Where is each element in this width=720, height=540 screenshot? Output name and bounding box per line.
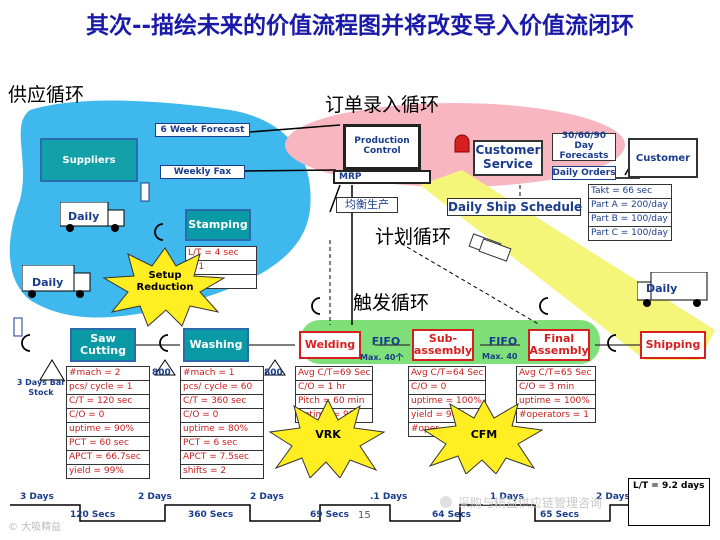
suppliers-box: Suppliers: [40, 138, 138, 182]
order-loop-label: 订单录入循环: [325, 94, 440, 116]
customer-service-box: Customer Service: [473, 140, 543, 176]
washing-data-box: #mach = 1 pcs/ cycle = 60 C/T = 360 sec …: [180, 366, 264, 479]
timeline-days: 2 Days: [138, 492, 172, 502]
customer-info-box: Takt = 66 sec Part A = 200/day Part B = …: [588, 184, 672, 241]
production-control-box: Production Control: [343, 124, 421, 170]
page-title: 其次--描绘未来的价值流程图并将改变导入价值流闭环: [85, 13, 635, 39]
vrk-label: VRK: [315, 428, 341, 441]
timeline-secs: 120 Secs: [70, 510, 116, 520]
fifo-lane-2-max: Max. 40: [482, 352, 518, 361]
trigger-loop-label: 触发循环: [353, 292, 430, 314]
watermark-left: © 大吸精益: [8, 522, 62, 533]
timeline-days: 2 Days: [250, 492, 284, 502]
timeline-secs: 69 Secs: [310, 510, 349, 520]
plan-loop-band: [420, 170, 715, 360]
timeline-days: 3 Days: [20, 492, 54, 502]
process-shipping: Shipping: [640, 331, 706, 359]
inventory-stock-label: 3 Days Bar Stock: [16, 378, 66, 397]
lead-time-box: L/T = 9.2 days: [628, 478, 710, 526]
watermark-right: 采购与精益供应链管理咨询: [458, 496, 603, 510]
truck-icon: [636, 271, 709, 308]
process-final-assembly: Final Assembly: [528, 329, 590, 361]
timeline-secs: 64 Secs: [432, 510, 471, 520]
process-saw-cutting: Saw Cutting: [70, 328, 136, 362]
fifo-lane-2: FIFO: [488, 335, 518, 348]
six-week-forecast-label: 6 Week Forecast: [155, 123, 250, 137]
forecasts-box: 30/60/90 Day Forecasts: [552, 131, 616, 161]
timeline-days: .1 Days: [370, 492, 408, 502]
truck-label: Daily: [32, 276, 64, 289]
truck-icon: [59, 201, 126, 232]
daily-orders-box: Daily Orders: [552, 166, 616, 180]
cfm-label: CFM: [470, 428, 498, 441]
customer-box: Customer: [628, 138, 698, 178]
cfm-burst: [422, 398, 544, 474]
inventory-quantity: 800: [152, 368, 171, 378]
wechat-icon: [440, 496, 452, 508]
truck-label: Daily: [68, 210, 100, 223]
timeline-secs: 360 Secs: [188, 510, 234, 520]
weekly-fax-label: Weekly Fax: [160, 165, 245, 179]
fifo-lane-1: FIFO: [371, 335, 401, 348]
process-welding: Welding: [299, 331, 361, 359]
final-assembly-data-box: Avg C/T=65 Sec C/O = 3 min uptime = 100%…: [516, 366, 596, 423]
process-stamping: Stamping: [185, 209, 251, 241]
process-sub-assembly: Sub-assembly: [412, 329, 474, 361]
fifo-lane-1-max: Max. 40个: [360, 353, 404, 362]
plan-loop-label: 计划循环: [375, 226, 452, 248]
timeline-ladder: [10, 504, 635, 522]
leveling-box: 均衡生产: [336, 197, 398, 213]
inventory-quantity: 800: [264, 368, 283, 378]
daily-ship-schedule-box: Daily Ship Schedule: [447, 198, 583, 216]
vrk-burst: [268, 398, 386, 478]
saw-cutting-data-box: #mach = 2 pcs/ cycle = 1 C/T = 120 sec C…: [66, 366, 150, 479]
page-number: 15: [358, 510, 371, 521]
mrp-box: MRP: [333, 170, 431, 184]
process-washing: Washing: [183, 328, 249, 362]
timeline-days: 2 Days: [596, 492, 630, 502]
supply-loop-label: 供应循环: [8, 84, 85, 106]
timeline-days: 1 Days: [490, 492, 524, 502]
truck-label: Daily: [646, 282, 678, 295]
truck-icon: [21, 264, 92, 299]
timeline-secs: 65 Secs: [540, 510, 579, 520]
setup-reduction-label: Setup Reduction: [136, 270, 194, 293]
setup-reduction-burst: [102, 247, 226, 327]
